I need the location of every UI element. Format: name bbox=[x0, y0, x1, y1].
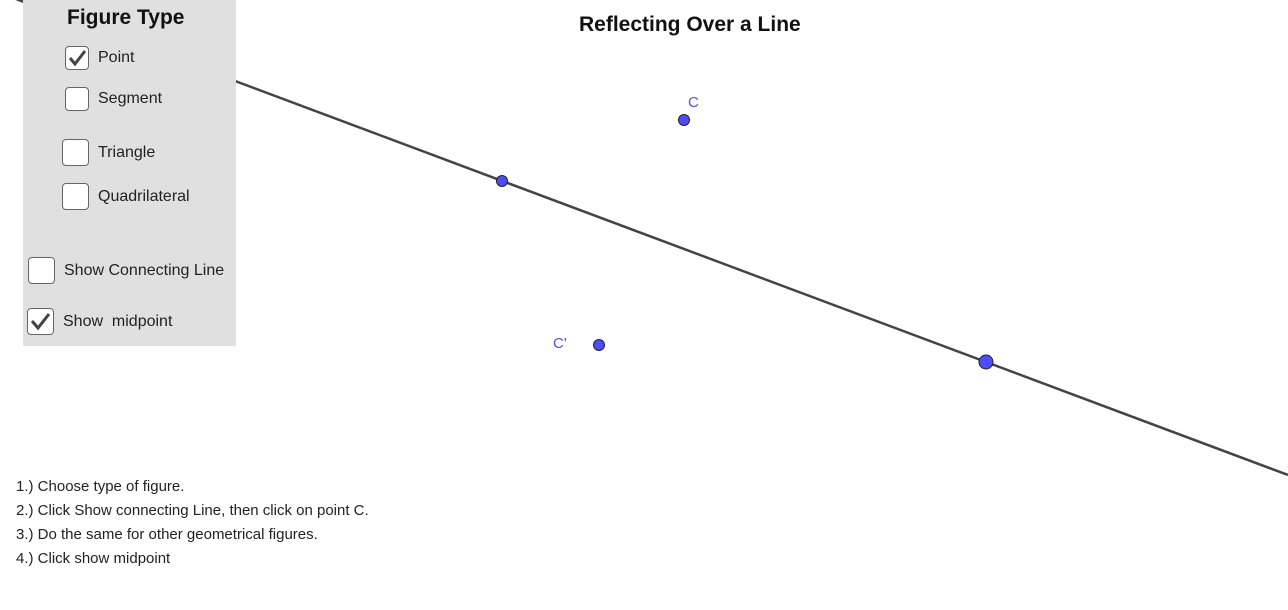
checkbox-label: Segment bbox=[98, 90, 163, 107]
checkbox-label: Triangle bbox=[98, 143, 156, 161]
checkbox-box[interactable] bbox=[28, 257, 55, 284]
checkmark-icon bbox=[30, 313, 51, 331]
line-point-1[interactable] bbox=[496, 175, 508, 187]
checkbox-box[interactable] bbox=[65, 46, 89, 70]
point-c-label: C bbox=[688, 94, 699, 111]
checkbox-triangle[interactable]: Triangle bbox=[62, 139, 155, 166]
point-c[interactable] bbox=[678, 114, 690, 126]
instruction-line: 3.) Do the same for other geometrical fi… bbox=[16, 526, 318, 543]
checkbox-label: Show midpoint bbox=[63, 312, 173, 330]
checkbox-show-connecting-line[interactable]: Show Connecting Line bbox=[28, 257, 224, 284]
checkbox-point[interactable]: Point bbox=[65, 46, 134, 70]
page-title: Reflecting Over a Line bbox=[579, 13, 801, 36]
panel-heading: Figure Type bbox=[67, 6, 185, 29]
checkbox-quadrilateral[interactable]: Quadrilateral bbox=[62, 183, 190, 210]
checkmark-icon bbox=[68, 50, 87, 67]
point-c-prime[interactable] bbox=[593, 339, 605, 351]
checkbox-segment[interactable]: Segment bbox=[65, 87, 162, 111]
line-point-2[interactable] bbox=[978, 354, 994, 370]
instruction-line: 4.) Click show midpoint bbox=[16, 550, 171, 567]
point-c-prime-label: C' bbox=[553, 335, 567, 352]
instructions: 1.) Choose type of figure. 2.) Click Sho… bbox=[16, 475, 369, 571]
checkbox-box[interactable] bbox=[62, 139, 89, 166]
checkbox-box[interactable] bbox=[27, 308, 54, 335]
checkbox-box[interactable] bbox=[62, 183, 89, 210]
checkbox-label: Quadrilateral bbox=[98, 187, 190, 205]
checkbox-label: Point bbox=[98, 49, 135, 66]
checkbox-label: Show Connecting Line bbox=[64, 261, 225, 279]
figure-type-panel: Figure Type bbox=[23, 0, 236, 346]
checkbox-show-midpoint[interactable]: Show midpoint bbox=[27, 308, 172, 335]
checkbox-box[interactable] bbox=[65, 87, 89, 111]
instruction-line: 2.) Click Show connecting Line, then cli… bbox=[16, 502, 369, 519]
instruction-line: 1.) Choose type of figure. bbox=[16, 478, 185, 495]
